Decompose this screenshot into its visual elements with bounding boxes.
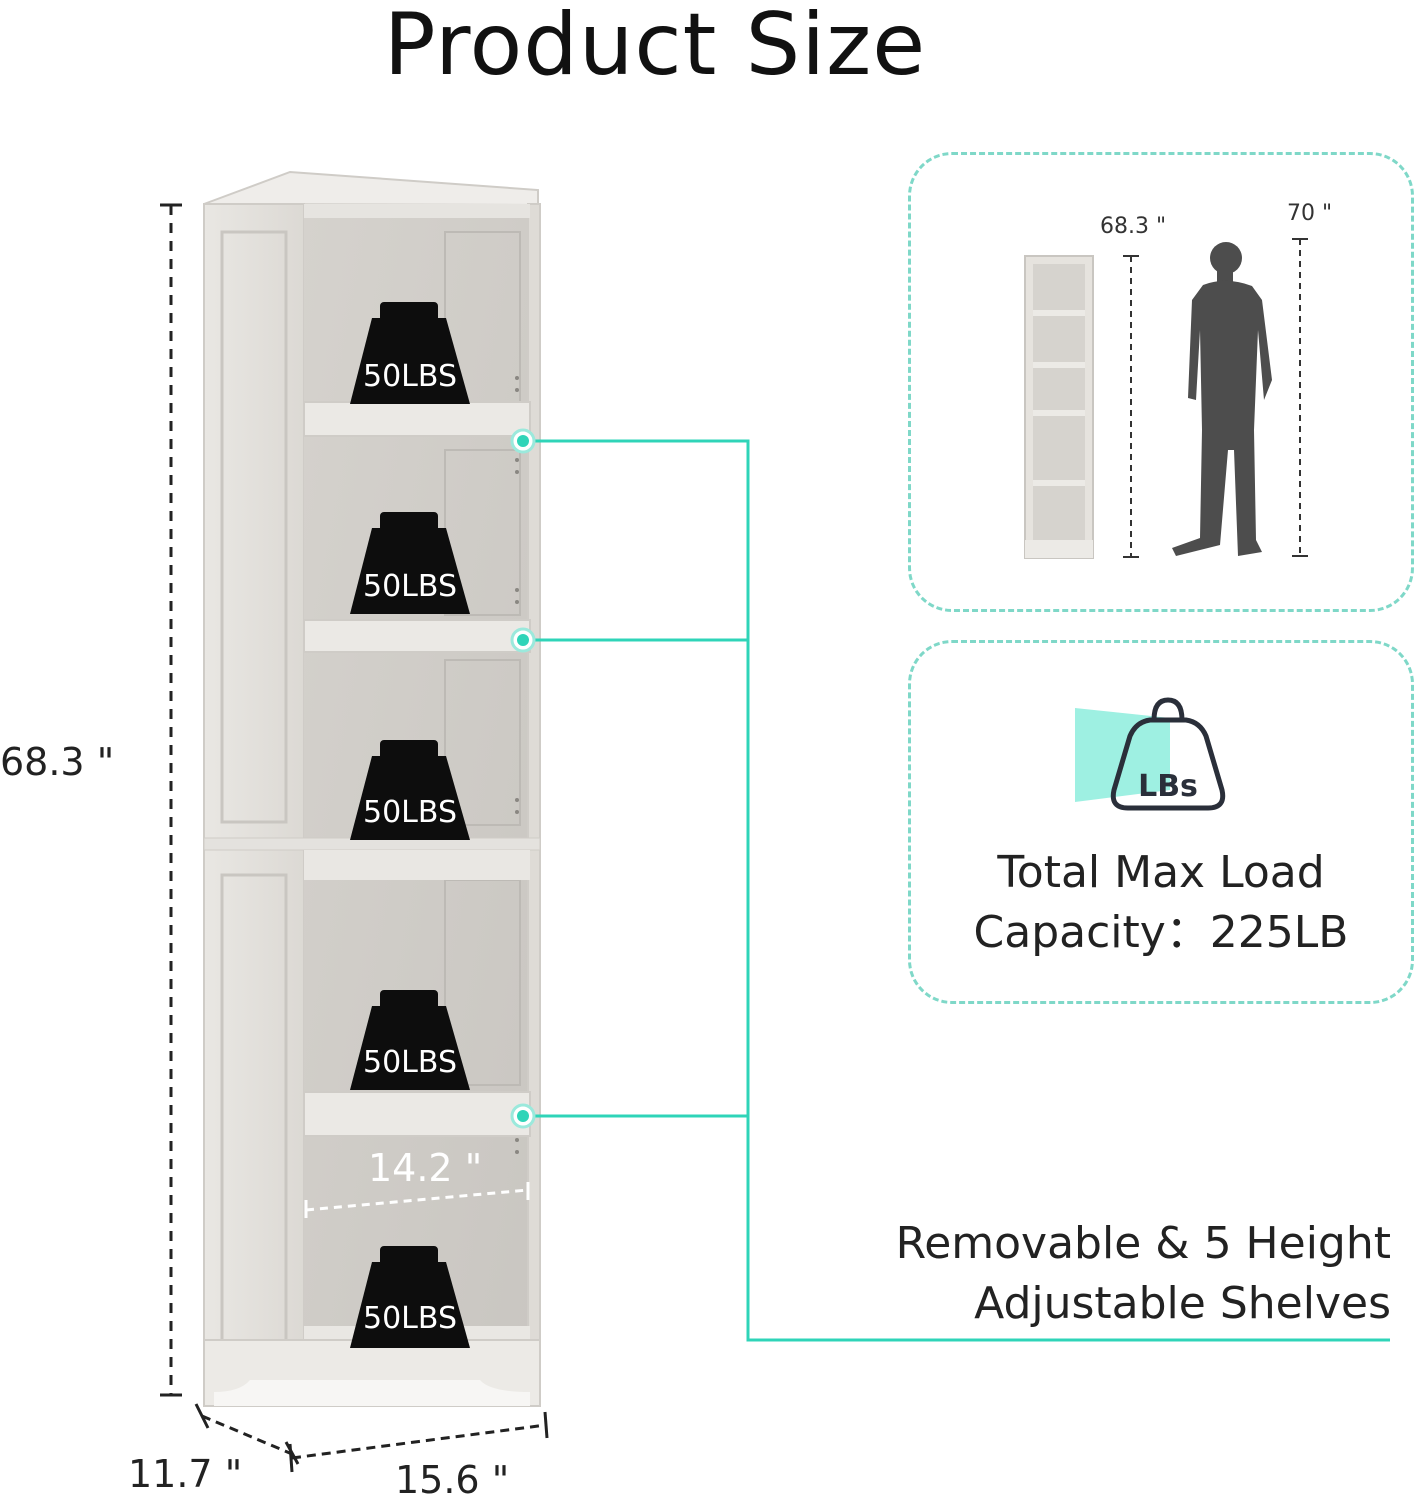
weight-bag-icon: [1110, 697, 1226, 811]
weight-label: 50LBS: [363, 795, 457, 830]
shelf-marker-dot: [510, 1103, 536, 1129]
load-line-2: Capacity：225LB: [973, 907, 1349, 958]
width-label: 15.6 ": [395, 1458, 510, 1502]
depth-label: 11.7 ": [128, 1452, 243, 1496]
person-height-dimension-line: [1292, 238, 1308, 557]
shelf-height-label: 68.3 ": [1100, 214, 1167, 239]
height-dimension-line: [160, 203, 182, 1397]
shelf-marker-dot: [510, 428, 536, 454]
person-height-label: 70 ": [1287, 201, 1333, 226]
shelves-callout: Removable & 5 Height Adjustable Shelves: [896, 1214, 1391, 1334]
weight-icon: [350, 990, 470, 1090]
inner-width-dimension-line: [304, 1182, 530, 1218]
weight-label: 50LBS: [363, 1301, 457, 1336]
weight-label: 50LBS: [363, 1045, 457, 1080]
width-dimension-line: [288, 1411, 549, 1473]
load-capacity-text: Total Max Load Capacity：225LB: [908, 843, 1414, 963]
shelves-callout-line-1: Removable & 5 Height: [895, 1218, 1391, 1269]
weight-icon: [350, 302, 470, 404]
weight-icon: [350, 740, 470, 840]
weight-label: 50LBS: [363, 569, 457, 604]
bookshelf: [203, 170, 541, 1407]
weight-icon: [350, 1246, 470, 1348]
height-comparison-panel: [908, 152, 1414, 612]
height-label: 68.3 ": [0, 740, 115, 784]
weight-icon: [350, 512, 470, 614]
shelf-marker-dot: [510, 627, 536, 653]
load-line-1: Total Max Load: [997, 847, 1325, 898]
inner-width-label: 14.2 ": [368, 1146, 483, 1190]
person-silhouette-icon: [1172, 242, 1272, 556]
shelf-height-dimension-line: [1123, 255, 1139, 558]
weight-label: 50LBS: [363, 359, 457, 394]
shelf-connector-lines: [523, 439, 1390, 1342]
page-title: Product Size: [383, 0, 927, 95]
load-capacity-panel: [908, 640, 1414, 1004]
load-icon-label: LBs: [1138, 769, 1198, 804]
mini-bookshelf: [1024, 255, 1094, 559]
shelves-callout-line-2: Adjustable Shelves: [974, 1278, 1391, 1329]
